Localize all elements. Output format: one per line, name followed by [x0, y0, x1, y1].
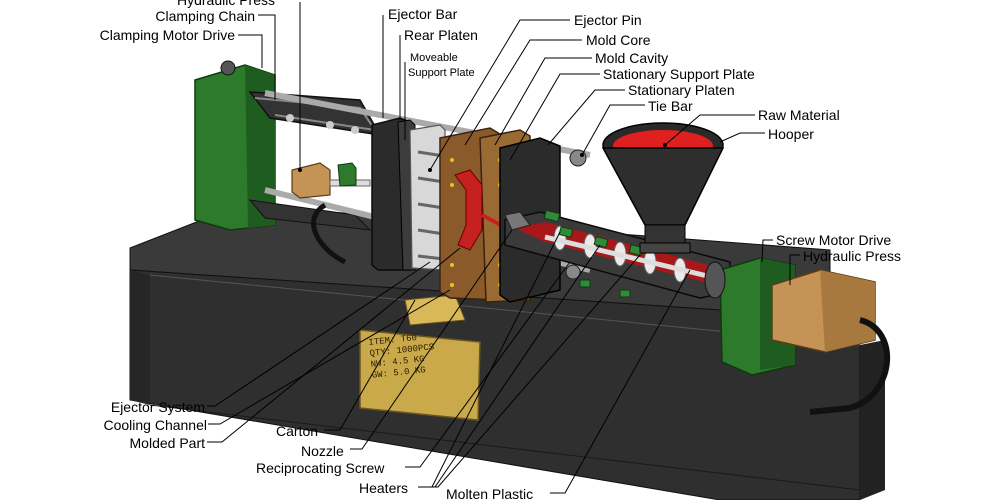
label-clamping-chain: Clamping Chain: [155, 8, 255, 24]
label-stationary-support-plate: Stationary Support Plate: [603, 66, 755, 82]
label-stationary-platen: Stationary Platen: [628, 82, 735, 98]
molded-part: [454, 169, 483, 251]
machine-bed-face: [130, 270, 150, 405]
tie-bar-nut-lower: [565, 264, 581, 280]
label-carton: Carton: [276, 423, 319, 439]
label-mold-cavity: Mold Cavity: [595, 50, 669, 66]
label-heaters: Heaters: [359, 480, 409, 496]
label-raw-material: Raw Material: [758, 107, 840, 123]
label-nozzle: Nozzle: [301, 443, 344, 459]
hydraulic-press-small: [291, 162, 331, 199]
label-tie-bar: Tie Bar: [648, 98, 693, 114]
label-clamping-motor-drive: Clamping Motor Drive: [99, 27, 235, 43]
label-hydraulic-press-top: Hydraulic Press: [176, 0, 275, 8]
label-moveable-2: Support Plate: [408, 67, 475, 79]
carton-label: ITEM: T60 QTY: 1000PCS NW: 4.5 KG GW: 5.…: [368, 331, 437, 382]
label-cooling-channel: Cooling Channel: [103, 417, 207, 433]
label-ejector-bar: Ejector Bar: [388, 6, 458, 22]
label-rear-platen: Rear Platen: [404, 27, 478, 43]
label-reciprocating-screw: Reciprocating Screw: [256, 460, 385, 476]
hopper-funnel: [601, 147, 725, 226]
label-mold-core: Mold Core: [586, 32, 651, 48]
nozzle: [504, 211, 531, 231]
leader-lines: [207, 2, 800, 494]
machine-bed-side: [860, 340, 885, 500]
label-ejector-system: Ejector System: [110, 399, 205, 415]
heaters: [543, 209, 644, 298]
carton-box: [359, 329, 481, 421]
label-ejector-pin: Ejector Pin: [574, 12, 642, 28]
label-moveable-1: Moveable: [410, 52, 458, 64]
label-molten-plastic: Molten Plastic: [446, 486, 534, 500]
label-screw-motor-drive: Screw Motor Drive: [776, 232, 892, 248]
label-hydraulic-press: Hydraulic Press: [803, 248, 902, 264]
label-hooper: Hooper: [768, 126, 814, 142]
label-molded-part: Molded Part: [129, 435, 205, 451]
